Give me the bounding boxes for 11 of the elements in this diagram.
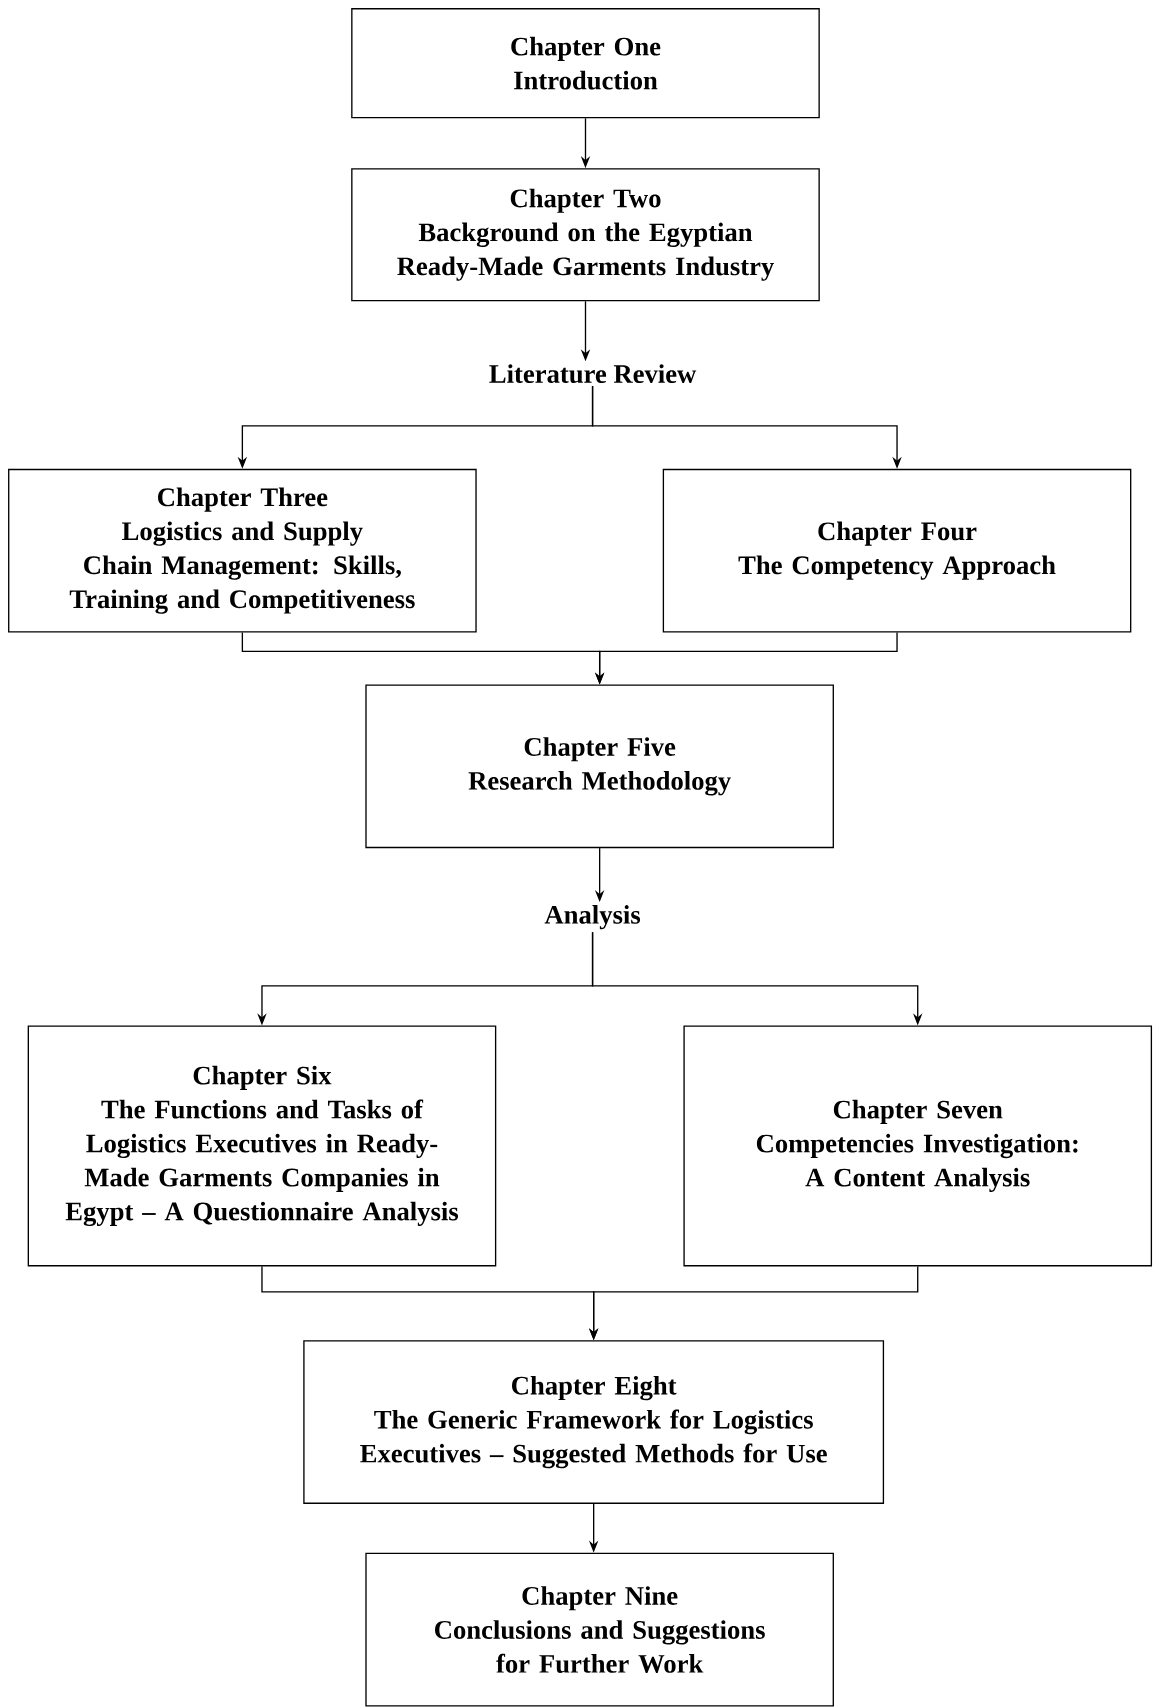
- chapter-box: Chapter Six The Functions and Tasks of Logistics Executives in Ready-Made Garments Companies in Egypt – A Questionnaire Analysis: [27, 1025, 497, 1267]
- chapter-box: Chapter Nine Conclusions and Suggestions for Further Work: [365, 1552, 835, 1707]
- section-heading: Literature Review: [489, 364, 697, 384]
- chapter-box: Chapter Two Background on the Egyptian Ready-Made Garments Industry: [351, 168, 821, 302]
- section-heading: Analysis: [544, 905, 641, 930]
- chapter-box: Chapter Eight The Generic Framework for Logistics Executives – Suggested Methods for Use: [303, 1340, 885, 1504]
- chapter-box: Chapter Seven Competencies Investigation: A Content Analysis: [683, 1025, 1153, 1267]
- chapter-box: Chapter One Introduction: [351, 8, 821, 119]
- chapter-box: Chapter Five Research Methodology: [365, 684, 835, 849]
- chapter-box: Chapter Three Logistics and Supply Chain Management: Skills, Training and Competitiveness: [8, 468, 477, 633]
- chapter-box: Chapter Four The Competency Approach: [662, 468, 1132, 633]
